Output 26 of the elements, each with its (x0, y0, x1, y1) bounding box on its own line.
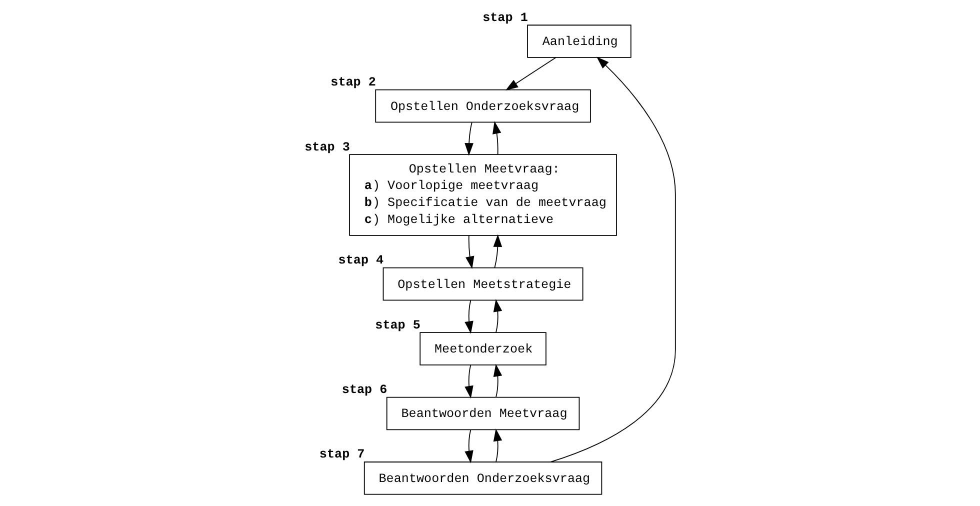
node-box: Opstellen Onderzoeksvraag (375, 89, 591, 123)
node-box: Beantwoorden Meetvraag (386, 396, 580, 430)
node-label: stap 5 (375, 318, 420, 332)
node-label: stap 1 (482, 10, 528, 25)
arrow (506, 57, 556, 90)
node-box: Aanleiding (527, 24, 632, 58)
arrow (493, 299, 502, 333)
arrow (466, 235, 474, 269)
arrow (464, 300, 474, 334)
node-box: Beantwoorden Onderzoeksvraag (364, 462, 602, 495)
arrow (492, 121, 502, 155)
node-label: stap 6 (342, 382, 388, 397)
arrow (493, 234, 502, 268)
node-label: stap 4 (338, 254, 384, 268)
node-label: stap 7 (319, 448, 365, 462)
node-box: Opstellen Meetstrategie (382, 267, 584, 301)
arrow (464, 122, 474, 156)
node-box: Opstellen Meetvraag: a) Voorlopige meetvraag b) Specificatie van de meetvraag c) Mogelijke alternatieve (349, 154, 617, 236)
arrow (464, 364, 474, 399)
arrow (493, 428, 502, 462)
arrow (493, 364, 502, 398)
arrow (464, 429, 474, 464)
node-label: stap 3 (304, 140, 350, 154)
arrow (550, 56, 676, 462)
node-label: stap 2 (330, 76, 376, 90)
node-box: Meetonderzoek (420, 332, 546, 366)
